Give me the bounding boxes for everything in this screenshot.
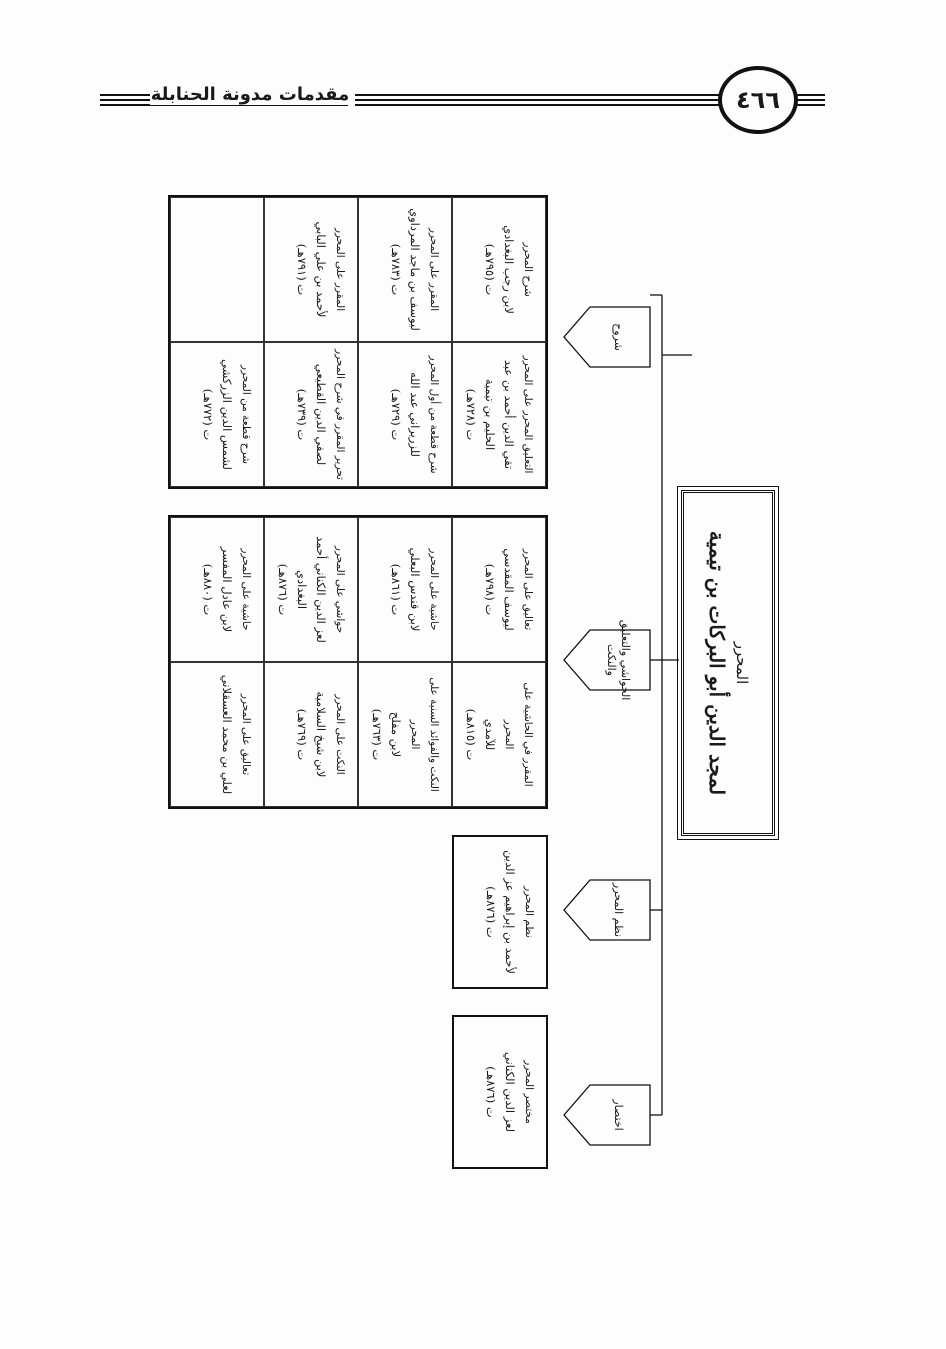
root-node: المحرر لمجد الدين أبو البركات بن تيمية xyxy=(679,475,777,851)
connector-lines xyxy=(563,294,692,1146)
book-title: مقدمات مدونة الحنابلة xyxy=(150,84,350,105)
table-cell xyxy=(170,197,264,342)
root-subtitle: لمجد الدين أبو البركات بن تيمية xyxy=(705,530,729,796)
chevron-shape xyxy=(563,1084,651,1146)
chevron-shape xyxy=(563,306,651,368)
page-number: ٤٦٦ xyxy=(718,66,798,134)
chevron-shape xyxy=(563,629,651,691)
branch-label-sharh: شروح xyxy=(612,323,625,351)
chevron-shape xyxy=(563,879,651,941)
branch-label-hawashi: الحواشي والتعليق والنكت xyxy=(605,619,632,701)
header-rule-right xyxy=(355,99,825,101)
branch-label-ikhtisar: اختصار xyxy=(612,1099,625,1131)
branch-label-nazm: نظم المحرر xyxy=(612,882,625,938)
header-rule-left xyxy=(100,104,348,106)
tree-chart: المحرر لمجد الدين أبو البركات بن تيمية ش… xyxy=(155,185,790,1195)
root-title: المحرر xyxy=(733,641,751,685)
header-rule-right xyxy=(355,104,825,106)
header-rule-right xyxy=(355,94,825,96)
